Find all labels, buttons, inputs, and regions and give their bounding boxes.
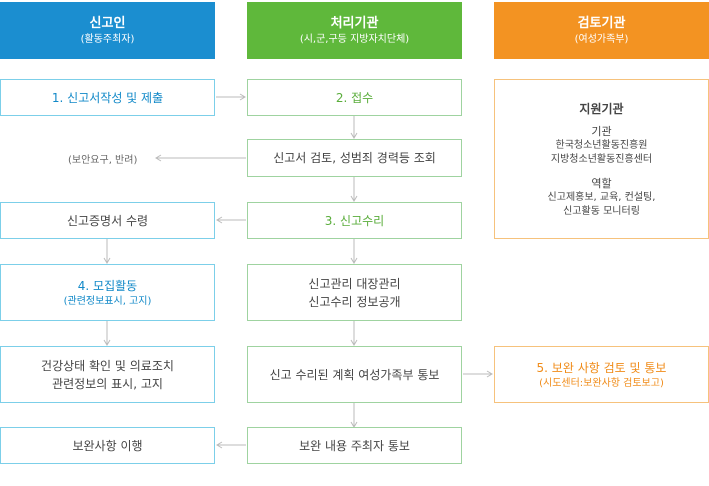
mgmt-line2: 신고수리 정보공개 <box>308 294 401 309</box>
step4-box: 4. 모집활동 (관련정보표시, 고지) <box>0 264 215 321</box>
role-line2: 신고활동 모니터링 <box>563 206 640 217</box>
supplement-notify-label: 보완 내용 주최자 통보 <box>299 438 410 453</box>
step5-title: 5. 보완 사항 검토 및 통보 <box>536 360 667 375</box>
org-line1: 한국청소년활동진흥원 <box>555 140 648 151</box>
supplement-notify-box: 보완 내용 주최자 통보 <box>247 427 462 464</box>
processor-subtitle: (시,군,구등 지방자치단체) <box>299 33 410 45</box>
role-line1: 신고제홍보, 교육, 컨설팅, <box>547 192 656 203</box>
reporter-header: 신고인 (활동주최자) <box>0 2 215 59</box>
receipt-label: 신고증명서 수령 <box>66 213 149 228</box>
support-title: 지원기관 <box>579 102 624 116</box>
reporter-subtitle: (활동주최자) <box>80 33 135 45</box>
notify-box: 신고 수리된 계획 여성가족부 통보 <box>247 346 462 403</box>
health-line2: 관련정보의 표시, 고지 <box>52 376 163 391</box>
check-box: 신고서 검토, 성범죄 경력등 조회 <box>247 139 462 177</box>
step3-box: 3. 신고수리 <box>247 202 462 239</box>
processor-header: 처리기관 (시,군,구등 지방자치단체) <box>247 2 462 59</box>
step1-label: 1. 신고서작성 및 제출 <box>51 90 164 105</box>
mgmt-line1: 신고관리 대장관리 <box>308 276 401 291</box>
supplement-label: 보완사항 이행 <box>72 438 143 453</box>
health-box: 건강상태 확인 및 의료조치 관련정보의 표시, 고지 <box>0 346 215 403</box>
check-label: 신고서 검토, 성범죄 경력등 조회 <box>273 151 436 165</box>
step5-subtitle: (시도센터:보완사항 검토보고) <box>539 377 664 389</box>
step4-title: 4. 모집활동 <box>77 278 138 293</box>
step5-box: 5. 보완 사항 검토 및 통보 (시도센터:보완사항 검토보고) <box>494 346 709 403</box>
step1-box: 1. 신고서작성 및 제출 <box>0 79 215 116</box>
reviewer-title: 검토기관 <box>577 15 626 31</box>
health-line1: 건강상태 확인 및 의료조치 <box>41 358 174 373</box>
org-line2: 지방청소년활동진흥센터 <box>550 154 653 165</box>
supplement-box: 보완사항 이행 <box>0 427 215 464</box>
processor-title: 처리기관 <box>330 15 379 31</box>
role-label: 역할 <box>591 177 612 190</box>
outside-note: (보안요구, 반려) <box>68 155 138 166</box>
reviewer-header: 검토기관 (여성가족부) <box>494 2 709 59</box>
reviewer-subtitle: (여성가족부) <box>574 33 629 45</box>
step2-label: 2. 접수 <box>335 90 374 105</box>
reporter-title: 신고인 <box>89 15 126 31</box>
step3-label: 3. 신고수리 <box>324 213 385 228</box>
step4-subtitle: (관련정보표시, 고지) <box>63 295 152 307</box>
org-label: 기관 <box>591 125 612 138</box>
support-agency-box: 지원기관 기관 한국청소년활동진흥원 지방청소년활동진흥센터 역할 신고제홍보,… <box>494 79 709 239</box>
mgmt-box: 신고관리 대장관리 신고수리 정보공개 <box>247 264 462 321</box>
receipt-box: 신고증명서 수령 <box>0 202 215 239</box>
notify-label: 신고 수리된 계획 여성가족부 통보 <box>269 367 440 382</box>
step2-box: 2. 접수 <box>247 79 462 116</box>
